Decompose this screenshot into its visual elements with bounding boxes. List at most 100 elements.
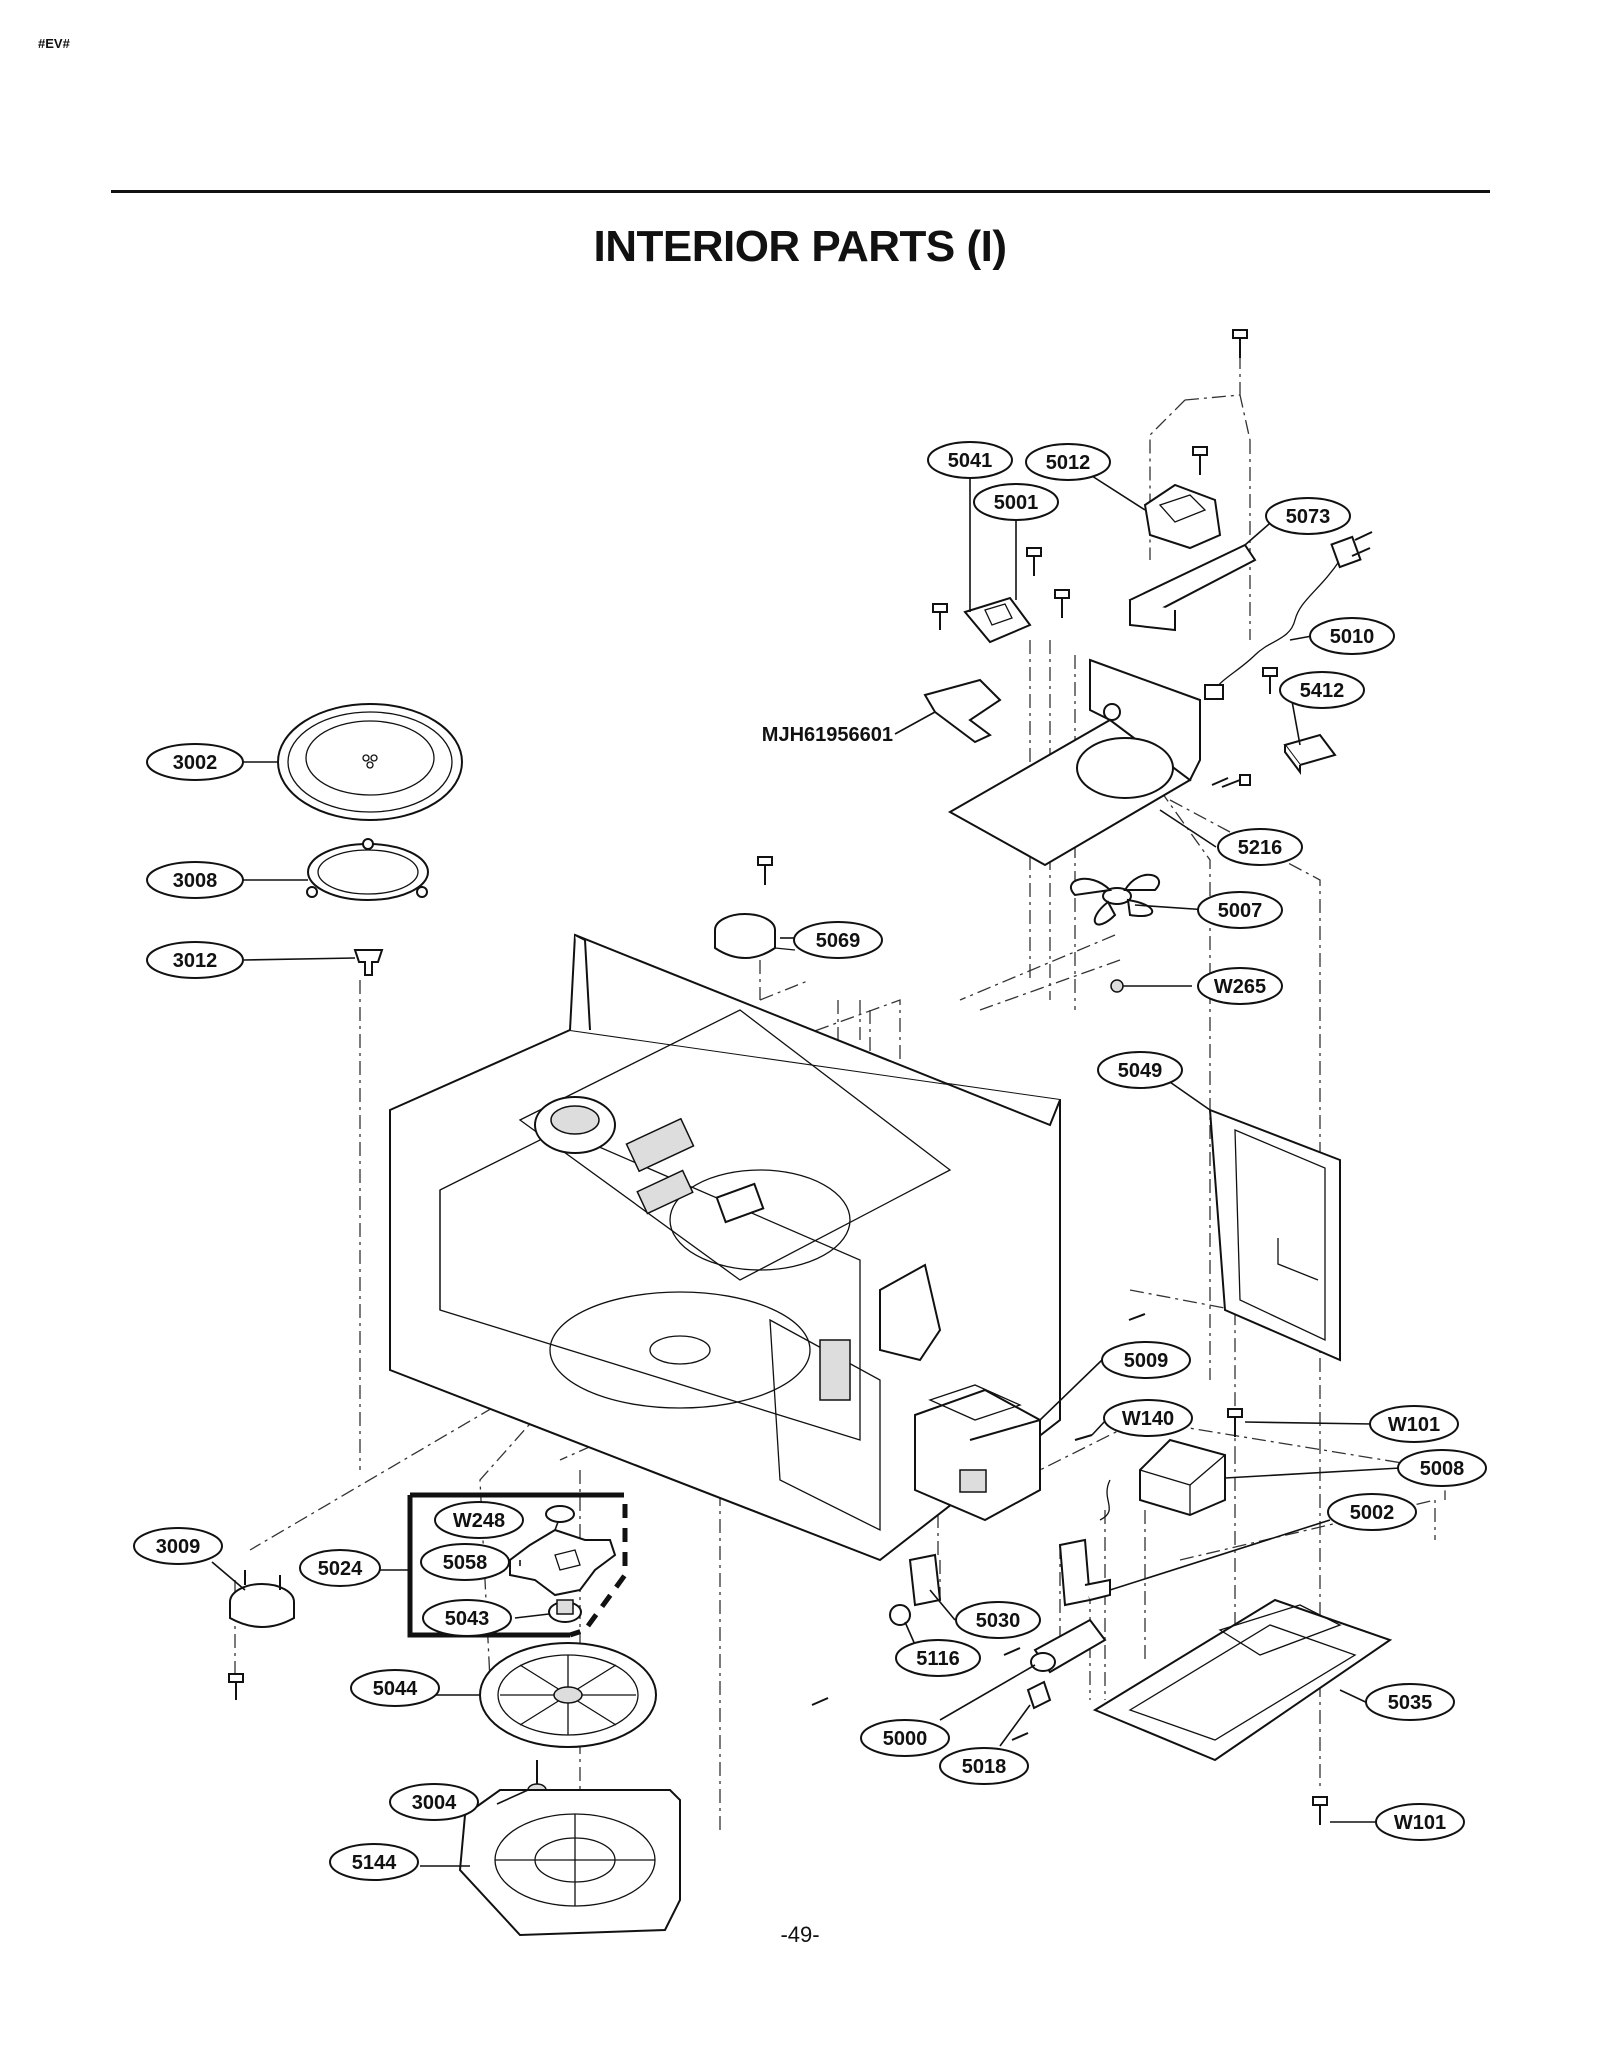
screw-icon <box>1221 774 1251 788</box>
group-box-5024 <box>407 1495 570 1638</box>
magnetron-part <box>914 1384 1041 1522</box>
diode-part <box>1026 1680 1052 1710</box>
svg-text:5069: 5069 <box>816 930 861 952</box>
svg-text:5058: 5058 <box>443 1552 488 1574</box>
callout-5049: 5049 <box>1097 1051 1183 1089</box>
screw-icon <box>1211 777 1229 786</box>
callout-5007: 5007 <box>1197 891 1283 929</box>
screw-icon <box>757 856 773 885</box>
svg-text:5043: 5043 <box>445 1608 490 1630</box>
callout-5044: 5044 <box>350 1669 440 1707</box>
callout-5030: 5030 <box>955 1601 1041 1639</box>
callout-w140: W140 <box>1103 1399 1193 1437</box>
page-number: -49- <box>780 1922 820 1947</box>
page-title: INTERIOR PARTS (I) <box>593 222 1007 271</box>
shaft-part <box>548 1599 582 1623</box>
callout-5024: 5024 <box>299 1549 381 1587</box>
svg-text:3012: 3012 <box>173 950 218 972</box>
svg-text:5008: 5008 <box>1420 1458 1465 1480</box>
callout-w101-bottom: W101 <box>1375 1803 1465 1841</box>
callout-5002: 5002 <box>1327 1493 1417 1531</box>
callout-5058: 5058 <box>420 1543 510 1581</box>
svg-text:3009: 3009 <box>156 1536 201 1558</box>
svg-text:W101: W101 <box>1394 1812 1446 1834</box>
callout-5035: 5035 <box>1365 1683 1455 1721</box>
svg-text:5035: 5035 <box>1388 1692 1433 1714</box>
svg-text:5024: 5024 <box>318 1558 363 1580</box>
power-cord-part <box>1204 531 1373 700</box>
svg-text:5012: 5012 <box>1046 452 1091 474</box>
side-shield-part <box>1208 1108 1341 1362</box>
svg-text:5030: 5030 <box>976 1610 1021 1632</box>
svg-text:5009: 5009 <box>1124 1350 1169 1372</box>
base-plate-part <box>1092 1598 1393 1762</box>
svg-text:5000: 5000 <box>883 1728 928 1750</box>
screw-icon <box>1312 1796 1328 1825</box>
page-code: #EV# <box>38 36 70 51</box>
svg-text:5018: 5018 <box>962 1756 1007 1778</box>
svg-text:5049: 5049 <box>1118 1060 1163 1082</box>
svg-text:5412: 5412 <box>1300 680 1345 702</box>
roller-guide-part <box>509 1528 617 1597</box>
screw-icon <box>1227 1408 1243 1437</box>
fan-plate-part <box>947 658 1201 867</box>
svg-text:5144: 5144 <box>352 1852 397 1874</box>
control-board-part <box>963 596 1032 644</box>
callout-5009: 5009 <box>1101 1341 1191 1379</box>
screw-icon <box>228 1673 244 1700</box>
roller-ring-part <box>306 838 429 901</box>
svg-text:5001: 5001 <box>994 492 1039 514</box>
stirrer-cover-part <box>479 1642 657 1748</box>
callout-5144: 5144 <box>329 1843 419 1881</box>
callout-5041: 5041 <box>927 441 1013 479</box>
svg-text:5002: 5002 <box>1350 1502 1395 1524</box>
bottom-base-part <box>458 1789 681 1937</box>
glass-tray-part <box>277 703 463 821</box>
callout-labels: 5041 5012 5001 5073 5010 5412 MJH6195660… <box>133 441 1487 1881</box>
callout-5073: 5073 <box>1265 497 1351 535</box>
svg-text:W140: W140 <box>1122 1408 1174 1430</box>
screw-icon <box>1003 1647 1021 1656</box>
svg-text:3008: 3008 <box>173 870 218 892</box>
screw-icon <box>1026 547 1042 576</box>
callout-3009: 3009 <box>133 1527 223 1565</box>
coupler-part <box>353 949 384 976</box>
callout-5018: 5018 <box>939 1747 1029 1785</box>
svg-text:5044: 5044 <box>373 1678 418 1700</box>
screw-icon <box>932 603 948 630</box>
svg-text:5116: 5116 <box>916 1648 959 1670</box>
callout-5069: 5069 <box>793 921 883 959</box>
screw-icon <box>1054 589 1070 618</box>
svg-text:5216: 5216 <box>1238 837 1283 859</box>
callout-5001: 5001 <box>973 483 1059 521</box>
mount-bracket-part <box>1128 543 1257 632</box>
svg-text:5010: 5010 <box>1330 626 1375 648</box>
fan-blade-part <box>1069 873 1161 926</box>
screw-icon <box>811 1697 829 1706</box>
callout-3002: 3002 <box>146 743 244 781</box>
screw-icon <box>1232 329 1248 358</box>
callout-5008: 5008 <box>1397 1449 1487 1487</box>
washer-icon <box>545 1505 575 1523</box>
callout-mjh61956601: MJH61956601 <box>762 724 893 746</box>
screw-icon <box>1128 1313 1146 1321</box>
callout-3008: 3008 <box>146 861 244 899</box>
thermostat-part <box>889 1553 942 1626</box>
callout-5412: 5412 <box>1279 671 1365 709</box>
callout-5012: 5012 <box>1025 443 1111 481</box>
capacitor-part <box>1030 1618 1107 1674</box>
screw-icon <box>1074 1434 1093 1441</box>
screw-icon <box>1011 1732 1029 1741</box>
screw-icon <box>1192 446 1208 475</box>
callout-5116: 5116 <box>895 1639 981 1677</box>
callout-5000: 5000 <box>860 1719 950 1757</box>
leader-lines <box>205 475 1401 1867</box>
header-rule <box>111 190 1490 193</box>
callout-5216: 5216 <box>1217 828 1303 866</box>
callout-5010: 5010 <box>1309 617 1395 655</box>
svg-text:5073: 5073 <box>1286 506 1331 528</box>
callout-3012: 3012 <box>146 941 244 979</box>
svg-text:3004: 3004 <box>412 1792 457 1814</box>
vent-bracket-part <box>1143 483 1222 550</box>
